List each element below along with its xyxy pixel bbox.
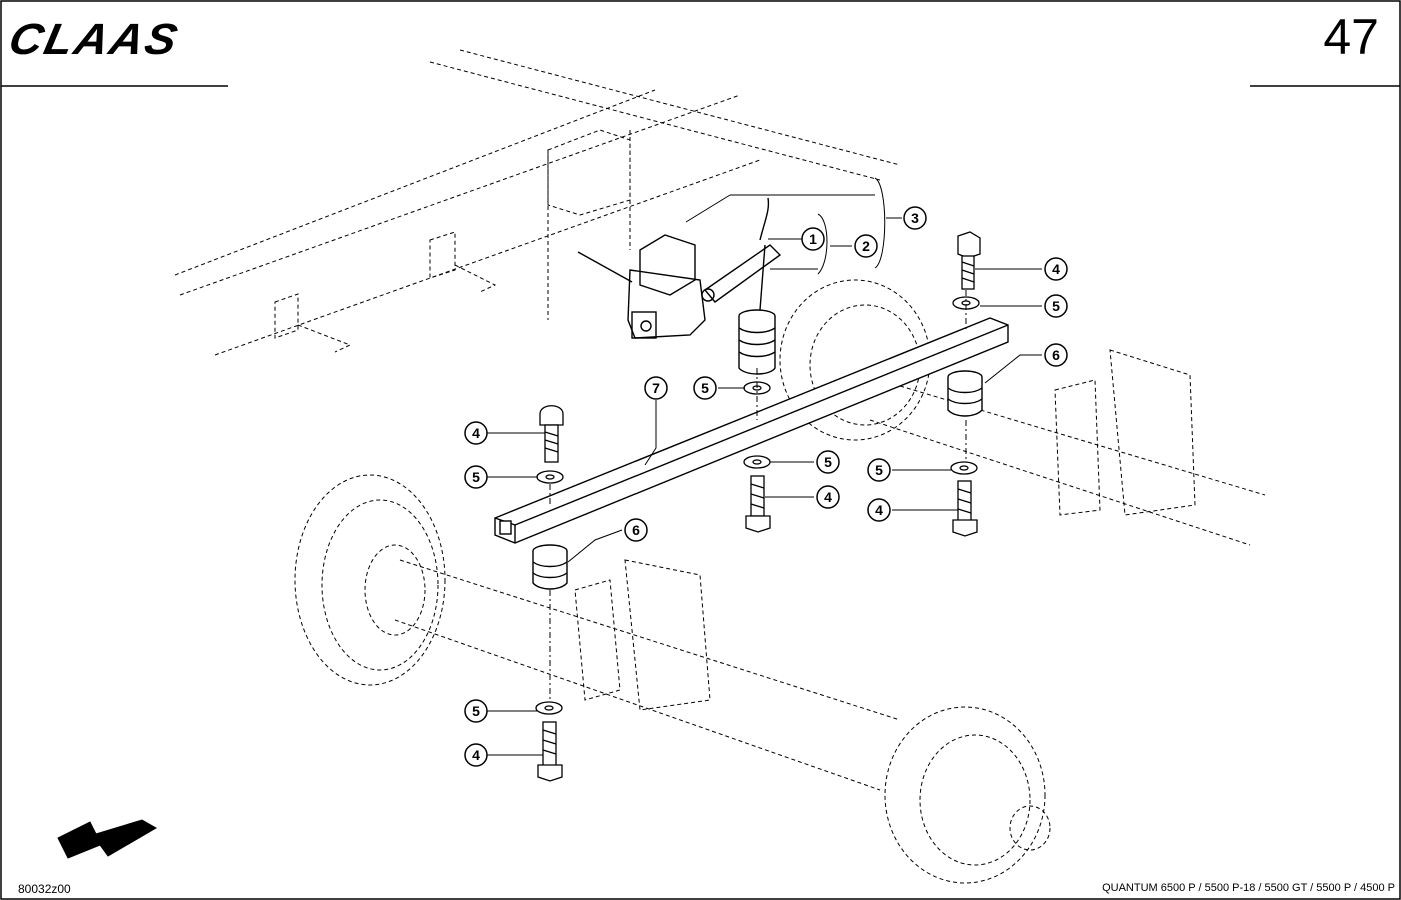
svg-text:4: 4 (1052, 261, 1060, 277)
callout-5-left-lower: 5 (464, 699, 488, 723)
leader-lines (487, 177, 1042, 756)
svg-text:5: 5 (472, 469, 480, 485)
svg-text:2: 2 (862, 238, 870, 254)
chassis-frame (174, 49, 901, 356)
svg-text:6: 6 (1052, 347, 1060, 363)
drawing-number: 80032z00 (18, 882, 71, 896)
direction-arrow-icon (57, 819, 157, 859)
model-list: QUANTUM 6500 P / 5500 P-18 / 5500 GT / 5… (1102, 882, 1395, 894)
rubber-spring-left (532, 544, 568, 590)
svg-text:5: 5 (472, 703, 480, 719)
bolt-right-lower (952, 480, 978, 537)
svg-text:1: 1 (809, 231, 817, 247)
svg-text:4: 4 (875, 502, 883, 518)
svg-text:5: 5 (1052, 298, 1060, 314)
svg-text:4: 4 (472, 425, 480, 441)
rear-axle (779, 279, 1266, 546)
callout-5-center-upper: 5 (693, 376, 717, 400)
rubber-spring-upper (738, 309, 776, 375)
callout-5-center-lower: 5 (816, 450, 840, 474)
bolt-center-lower (745, 475, 771, 533)
svg-text:6: 6 (632, 522, 640, 538)
washer-right-lower (950, 461, 978, 475)
page-number: 47 (1323, 9, 1379, 65)
bolt-top-right (957, 231, 981, 290)
callout-4-center-lower: 4 (816, 485, 840, 509)
callout-4-top-right: 4 (1044, 257, 1068, 281)
callout-4-right-lower: 4 (867, 498, 891, 522)
bolt-left-lower (537, 721, 563, 782)
svg-text:3: 3 (911, 210, 919, 226)
washer-left-upper (536, 470, 564, 484)
washer-center-lower (743, 455, 771, 469)
washer-left-lower (535, 701, 563, 715)
callout-4-left-upper: 4 (464, 421, 488, 445)
svg-text:7: 7 (652, 380, 660, 396)
callout-2: 2 (854, 234, 878, 258)
callout-5-top-right: 5 (1044, 294, 1068, 318)
svg-text:4: 4 (472, 747, 480, 763)
load-sensing-valve (577, 197, 782, 339)
bolt-left-upper (539, 405, 564, 463)
callout-3: 3 (903, 206, 927, 230)
assembly-axes (549, 290, 967, 700)
callout-5-left-upper: 5 (464, 465, 488, 489)
callout-5-right-lower: 5 (867, 458, 891, 482)
svg-text:5: 5 (824, 454, 832, 470)
svg-text:5: 5 (701, 380, 709, 396)
callout-1: 1 (801, 227, 825, 251)
front-axle (294, 474, 1051, 884)
callout-7: 7 (644, 376, 668, 400)
svg-text:4: 4 (824, 489, 832, 505)
callout-6-left: 6 (624, 518, 648, 542)
rubber-spring-right (947, 370, 983, 417)
callout-4-left-lower: 4 (464, 743, 488, 767)
callout-6-right: 6 (1044, 343, 1068, 367)
crossbar-part-7 (494, 317, 1009, 544)
svg-text:5: 5 (875, 462, 883, 478)
